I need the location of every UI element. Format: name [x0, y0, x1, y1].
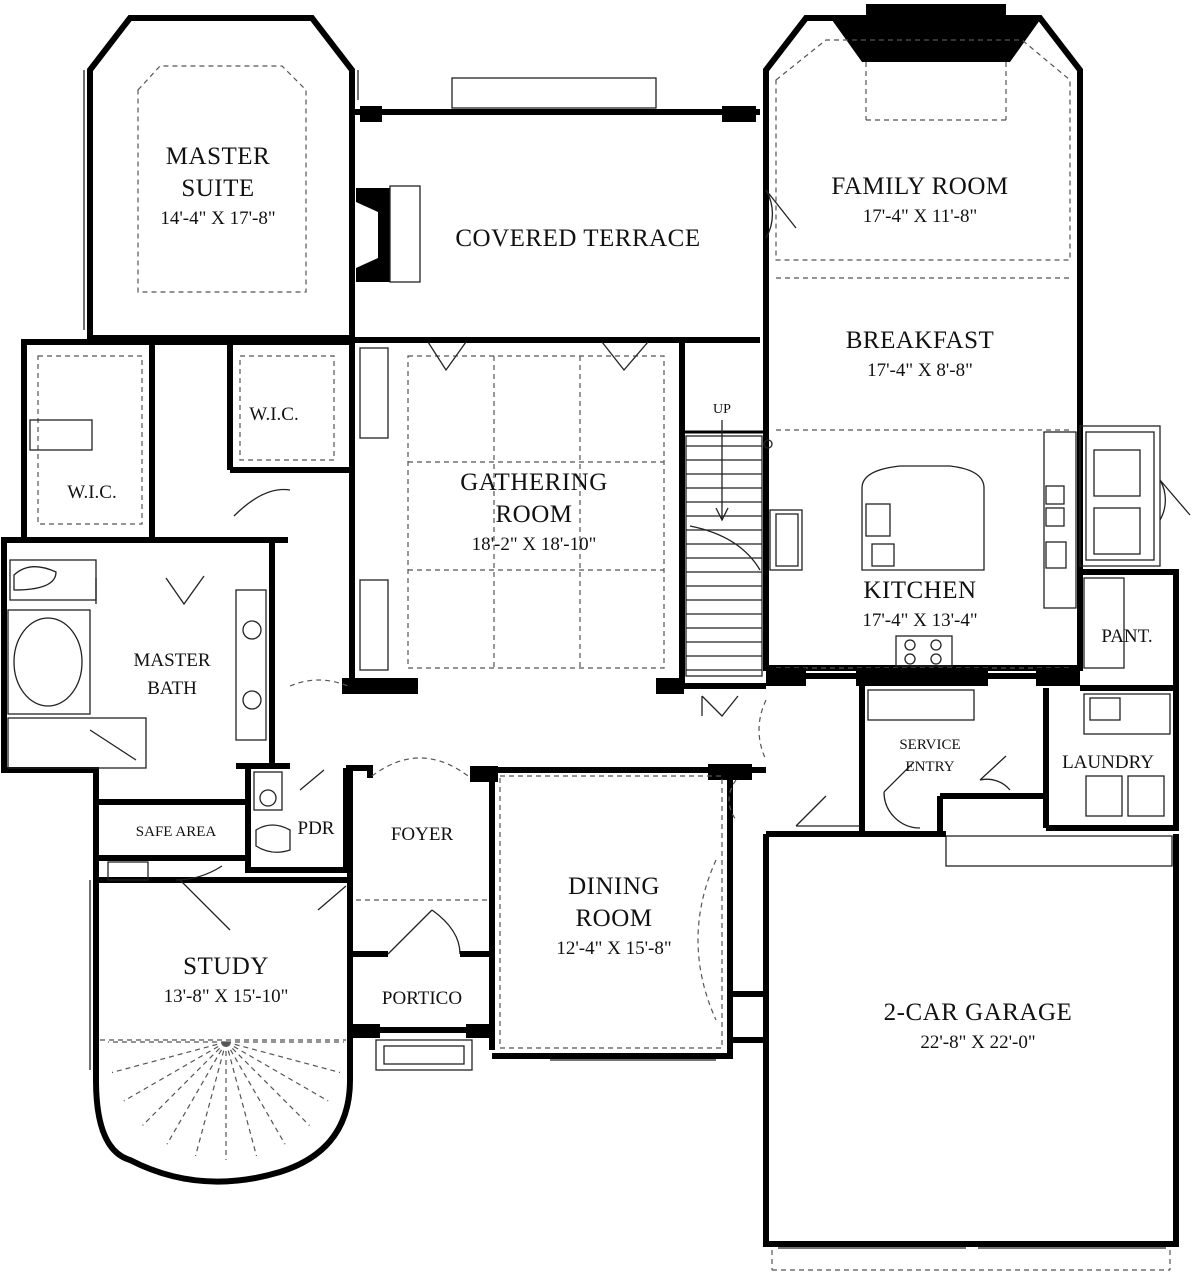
study-floor-ray: [194, 1041, 227, 1157]
foyer-room: [317, 757, 498, 1050]
pantry-name: PANT.: [1101, 626, 1152, 647]
study-floor-ray: [123, 1041, 227, 1102]
study-room: [89, 855, 353, 1185]
master-suite-name-line2: SUITE: [181, 175, 254, 202]
gathering-room-name-line2: ROOM: [495, 501, 572, 528]
study-name: STUDY: [183, 953, 269, 980]
gathering-room: [289, 340, 685, 694]
foyer-name: FOYER: [391, 824, 454, 845]
master-suite-name-line1: MASTER: [166, 143, 270, 170]
garage-dims: 22'-8" X 22'-0": [920, 1032, 1035, 1053]
safe-area-pdr-block: [96, 763, 349, 873]
wic-left-name: W.I.C.: [67, 482, 116, 503]
portico-room: [350, 1024, 494, 1071]
study-floor-ray: [225, 1041, 310, 1126]
staircase: [682, 420, 773, 717]
study-floor-ray: [225, 1041, 286, 1145]
central-hallway: [269, 683, 766, 766]
study-floor-ray: [225, 1041, 329, 1102]
breakfast-dims: 17'-4" X 8'-8": [867, 360, 973, 381]
master-suite-room: [83, 15, 359, 341]
master-suite-dims: 14'-4" X 17'-8": [160, 208, 275, 229]
dining-room-dims: 12'-4" X 15'-8": [556, 938, 671, 959]
master-bath-name-line2: BATH: [147, 678, 197, 699]
covered-terrace-room: [352, 77, 760, 343]
stair-up-label: UP: [713, 402, 731, 417]
portico-name: PORTICO: [382, 988, 462, 1009]
study-dims: 13'-8" X 15'-10": [164, 986, 289, 1007]
master-bath-name-line1: MASTER: [133, 650, 210, 671]
dining-room-name-line2: ROOM: [575, 905, 652, 932]
pantry-laundry-block: [1043, 569, 1179, 831]
study-floor-ray: [166, 1041, 227, 1145]
study-floor-ray: [225, 1041, 258, 1157]
kitchen-dims: 17'-4" X 13'-4": [862, 610, 977, 631]
wic-right-name: W.I.C.: [249, 404, 298, 425]
study-floor-ray: [142, 1041, 227, 1126]
gathering-room-dims: 18'-2" X 18'-10": [472, 534, 597, 555]
study-floor-ray: [225, 1041, 341, 1074]
laundry-name: LAUNDRY: [1062, 752, 1154, 773]
kitchen-bumpout: [1079, 425, 1191, 567]
safe-area-name: SAFE AREA: [136, 824, 217, 840]
dining-room: [492, 699, 767, 1061]
dining-room-name-line1: DINING: [568, 873, 660, 900]
covered-terrace-name: COVERED TERRACE: [455, 225, 700, 252]
pdr-name: PDR: [298, 818, 335, 839]
breakfast-name: BREAKFAST: [846, 327, 995, 354]
service-entry-name-line1: SERVICE: [899, 737, 960, 753]
gathering-room-name-line1: GATHERING: [460, 469, 608, 496]
garage-name: 2-CAR GARAGE: [884, 999, 1073, 1026]
wic-bath-block: [1, 339, 352, 880]
room-labels: MASTER SUITE 14'-4" X 17'-8" COVERED TER…: [67, 143, 1154, 1053]
service-entry-block: [766, 668, 1173, 867]
family-room-name: FAMILY ROOM: [831, 173, 1008, 200]
service-entry-name-line2: ENTRY: [905, 759, 954, 775]
study-floor-ray: [111, 1041, 227, 1074]
family-room-dims: 17'-4" X 11'-8": [863, 206, 978, 227]
kitchen-name: KITCHEN: [863, 577, 976, 604]
